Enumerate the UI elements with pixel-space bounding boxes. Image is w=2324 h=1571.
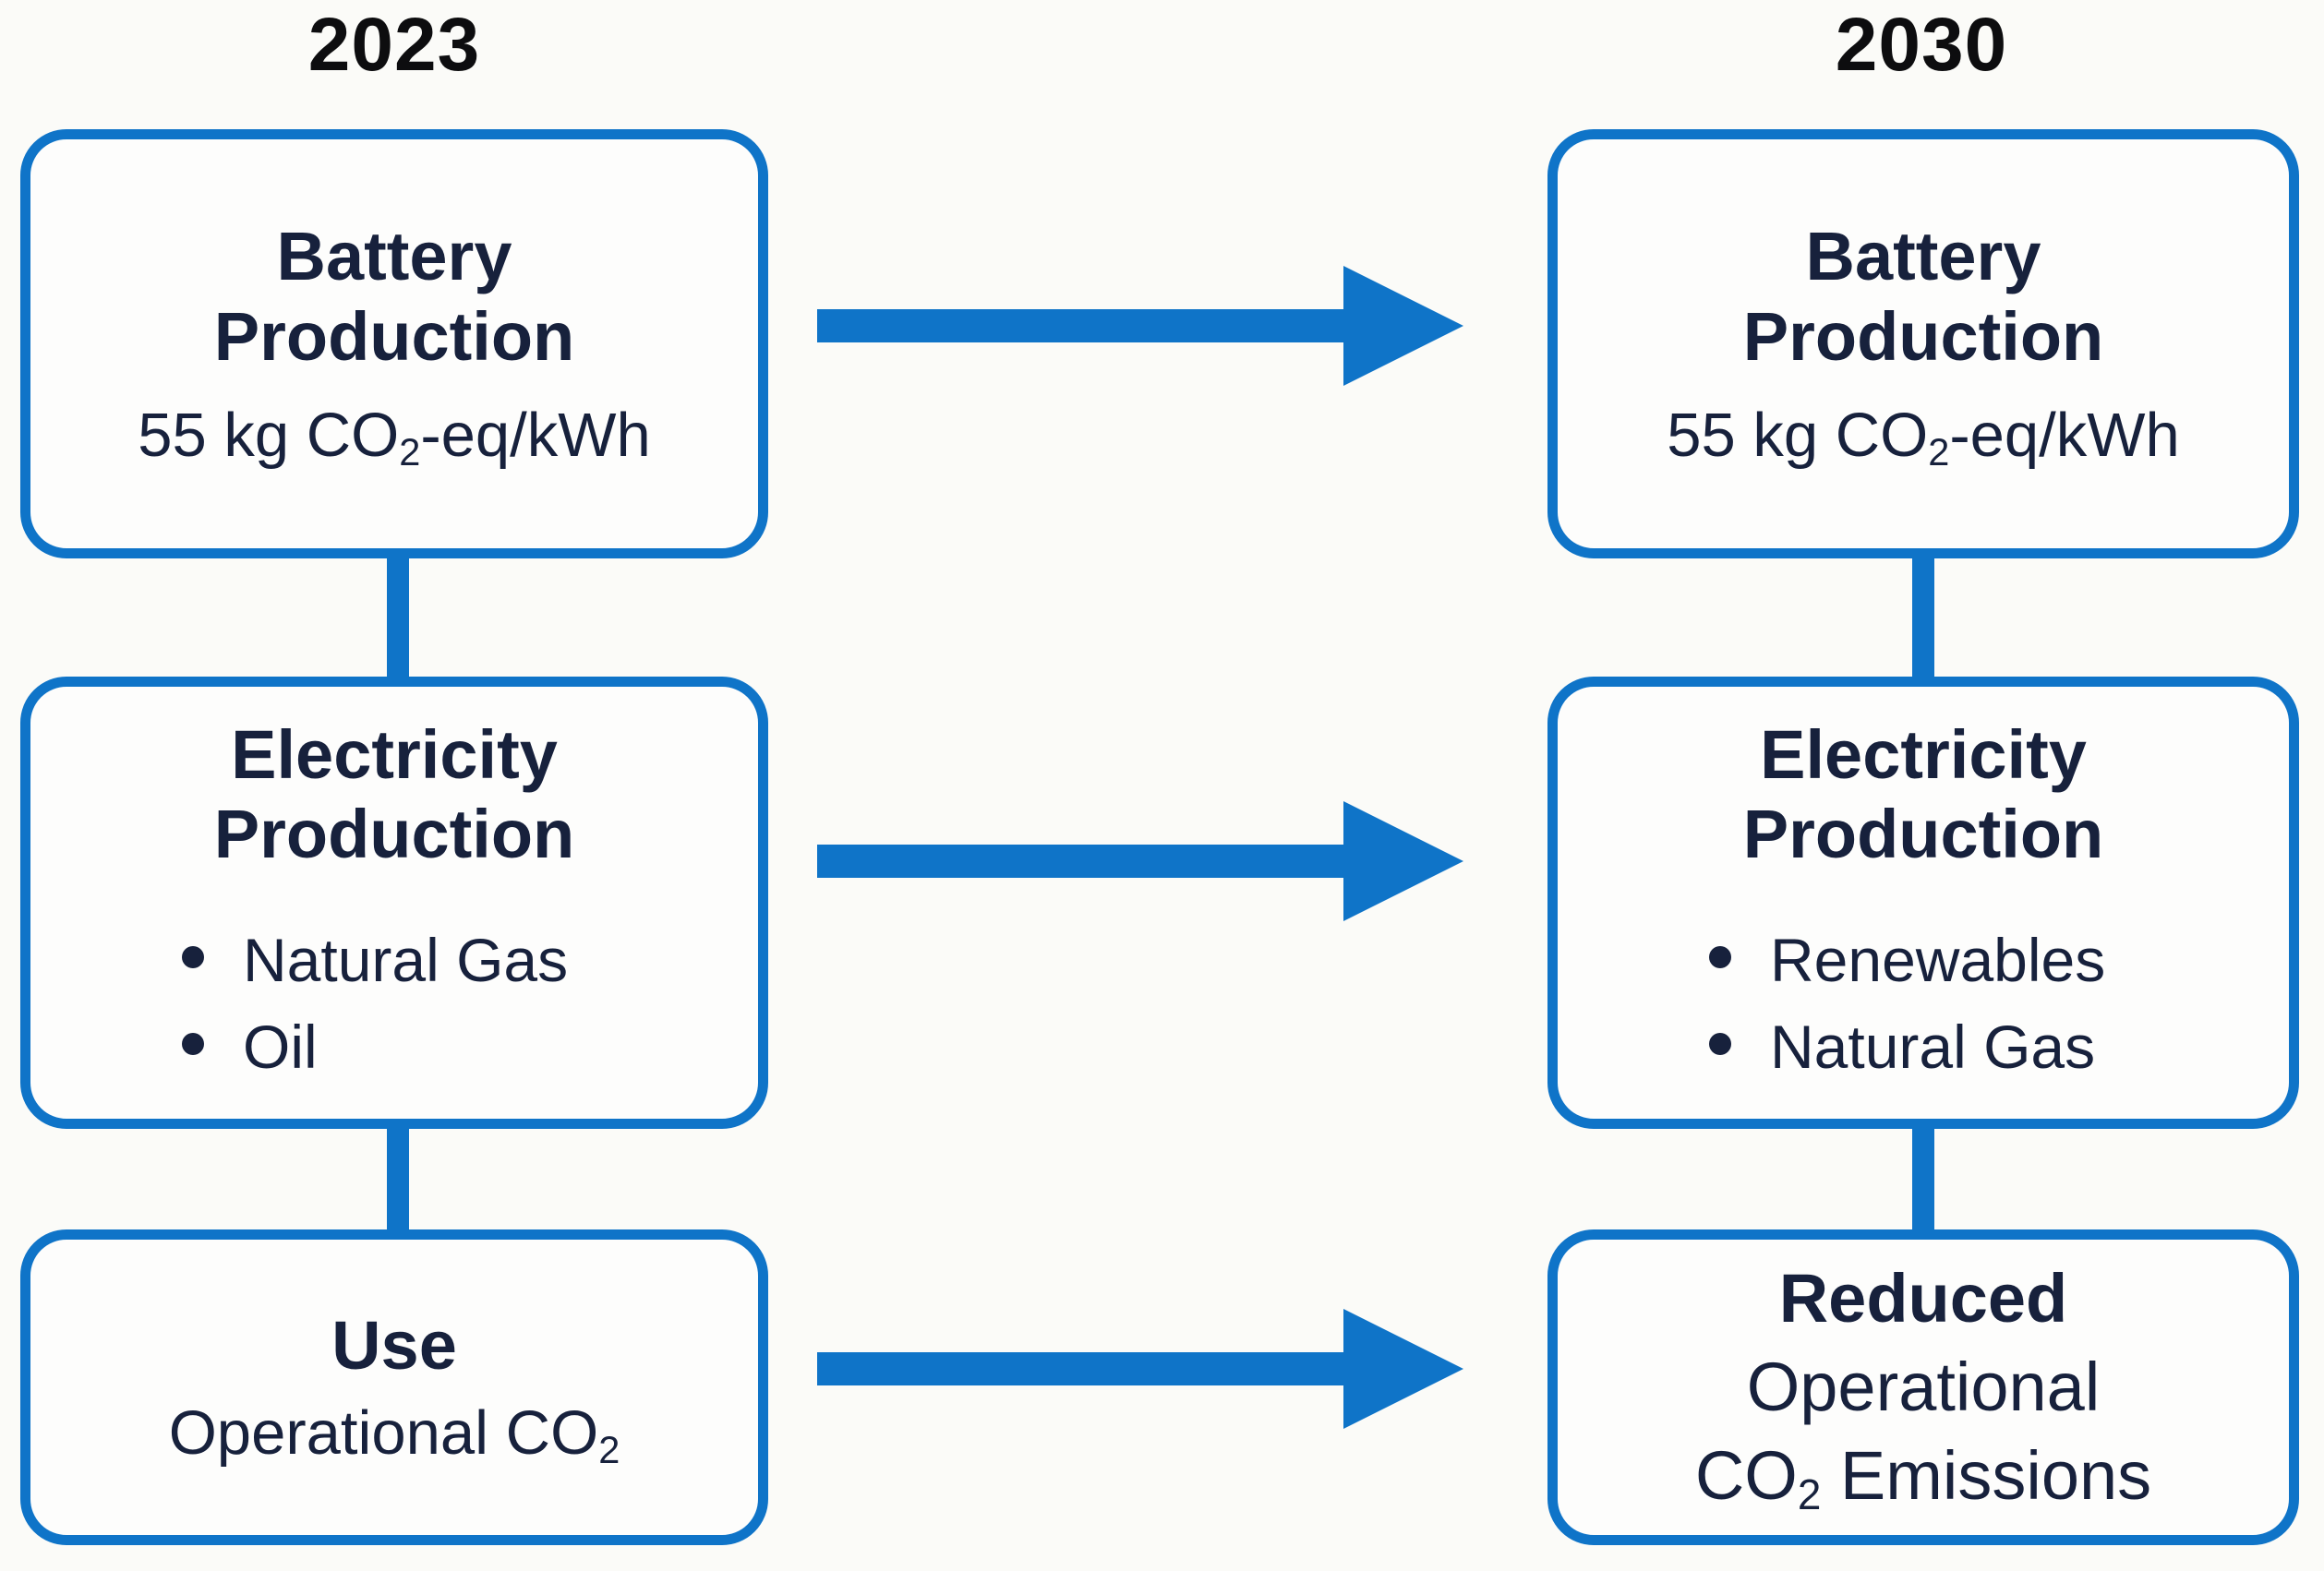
title-line: Production (213, 298, 575, 375)
value-text: 55 kg CO (138, 400, 400, 470)
box-title: Electricity Production (214, 715, 575, 875)
box-title: Electricity Production (1743, 715, 2104, 875)
subscript: 2 (1797, 1470, 1822, 1519)
connector-line (387, 545, 409, 688)
list-item: Natural Gas (1705, 1004, 2105, 1091)
value-text: 55 kg CO (1667, 400, 1929, 470)
right-arrow-icon (817, 1309, 1463, 1429)
subscript: 2 (399, 429, 421, 474)
title-line: Production (1742, 796, 2104, 873)
box-battery-production-2030: Battery Production 55 kg CO2-eq/kWh (1547, 129, 2299, 558)
subscript: 2 (598, 1428, 620, 1472)
outcome-co2-line: CO2 Emissions (1695, 1432, 2151, 1520)
outcome-line: Operational (1746, 1348, 2101, 1425)
subscript: 2 (1928, 429, 1950, 474)
box-battery-production-2023: Battery Production 55 kg CO2-eq/kWh (20, 129, 768, 558)
box-title: Battery Production (1743, 217, 2104, 377)
title-line: Battery (276, 218, 512, 295)
right-arrow-icon (817, 801, 1463, 921)
energy-source-list: Renewables Natural Gas (1705, 917, 2105, 1090)
line-text: Emissions (1821, 1437, 2152, 1515)
connector-line (1912, 1117, 1934, 1241)
year-title-2023: 2023 (307, 3, 481, 87)
box-electricity-production-2030: Electricity Production Renewables Natura… (1547, 677, 2299, 1129)
box-reduced-operational-co2-2030: Reduced Operational CO2 Emissions (1547, 1229, 2299, 1545)
list-item: Renewables (1705, 917, 2105, 1004)
emission-value: 55 kg CO2-eq/kWh (1667, 400, 2180, 471)
operational-co2-line: Operational CO2 (169, 1397, 620, 1469)
box-title: Use (331, 1306, 457, 1384)
box-use-2023: Use Operational CO2 (20, 1229, 768, 1545)
box-title: Battery Production (214, 217, 575, 377)
year-title-2030: 2030 (1835, 3, 2008, 87)
value-text: -eq/kWh (420, 400, 651, 470)
title-line: Production (213, 796, 575, 873)
line-text: CO (1694, 1437, 1798, 1515)
connector-line (1912, 545, 1934, 688)
list-item: Oil (178, 1004, 568, 1091)
emission-value: 55 kg CO2-eq/kWh (138, 400, 651, 471)
title-line: Electricity (231, 715, 558, 793)
outcome-title: Reduced (1778, 1259, 2068, 1337)
value-text: -eq/kWh (1949, 400, 2180, 470)
connector-line (387, 1117, 409, 1241)
title-line: Battery (1805, 218, 2041, 295)
line-text: Operational CO (168, 1398, 599, 1469)
list-item: Natural Gas (178, 917, 568, 1004)
right-arrow-icon (817, 266, 1463, 386)
title-line: Electricity (1760, 715, 2087, 793)
title-line: Production (1742, 298, 2104, 375)
energy-source-list: Natural Gas Oil (178, 917, 568, 1090)
box-electricity-production-2023: Electricity Production Natural Gas Oil (20, 677, 768, 1129)
